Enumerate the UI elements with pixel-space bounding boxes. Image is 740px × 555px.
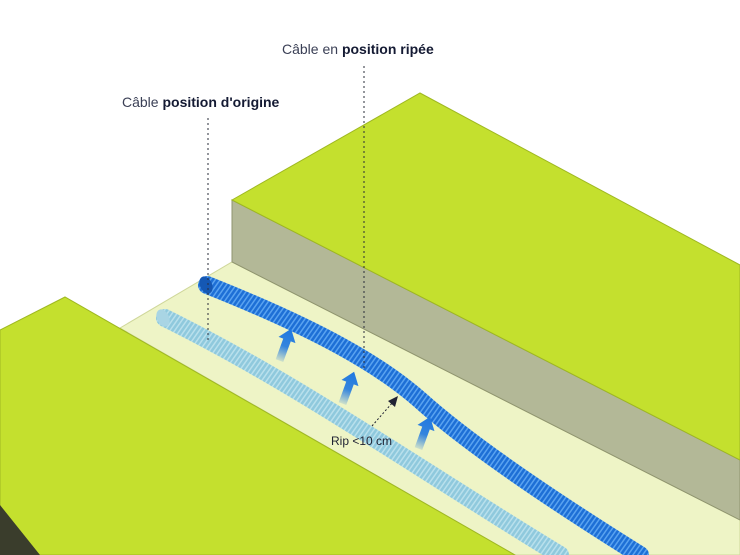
ground-top-right <box>230 92 740 461</box>
dashed-arrow-icon <box>371 396 398 427</box>
ground-base-left <box>0 505 40 555</box>
label-cable-original: Câble position d'origine <box>122 94 280 110</box>
cable-original-end <box>156 309 170 327</box>
label-original-prefix: Câble <box>122 94 162 110</box>
label-rip: Rip <10 cm <box>331 434 392 448</box>
cable-original-position <box>156 309 569 555</box>
up-arrow-icon <box>275 328 296 363</box>
label-original-bold: position d'origine <box>162 94 279 110</box>
cable-moved-end <box>199 276 213 294</box>
up-arrow-icon <box>338 371 359 406</box>
up-arrow-icon <box>414 416 435 451</box>
label-cable-moved: Câble en position ripée <box>282 41 434 57</box>
cable-moved-position <box>198 276 649 555</box>
label-moved-bold: position ripée <box>342 41 434 57</box>
label-moved-prefix: Câble en <box>282 41 342 57</box>
ground-top-left <box>0 296 517 555</box>
